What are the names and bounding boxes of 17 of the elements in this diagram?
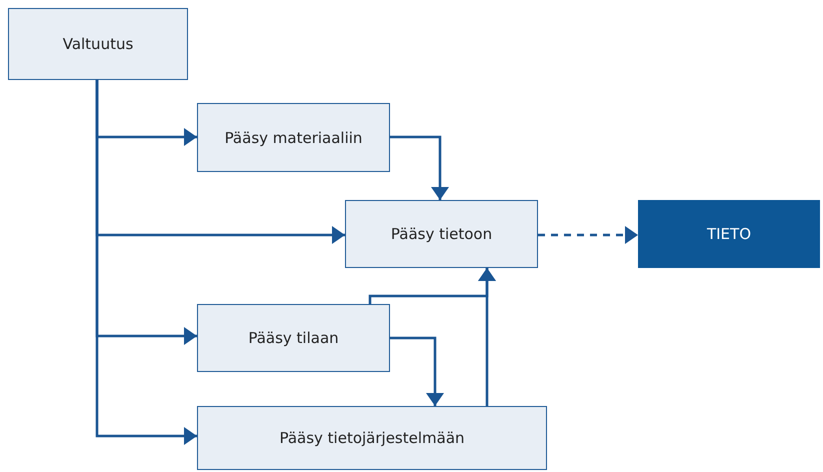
arrow <box>390 336 444 406</box>
arrow <box>96 80 197 445</box>
box-label: Pääsy tilaan <box>247 329 340 347</box>
process-box <box>345 200 538 268</box>
arrow <box>478 268 496 406</box>
arrow <box>390 136 449 200</box>
dashed-arrow <box>538 226 638 244</box>
process-box <box>197 406 547 470</box>
box-label: Valtuutus <box>62 35 134 53</box>
process-box <box>638 200 820 268</box>
box-label: Pääsy tietojärjestelmään <box>278 429 466 447</box>
box-label: Pääsy tietoon <box>390 225 494 243</box>
process-box <box>197 103 390 172</box>
process-box <box>197 304 390 372</box>
box-label: TIETO <box>706 225 752 243</box>
process-box <box>8 8 188 80</box>
box-label: Pääsy materiaaliin <box>224 128 364 146</box>
